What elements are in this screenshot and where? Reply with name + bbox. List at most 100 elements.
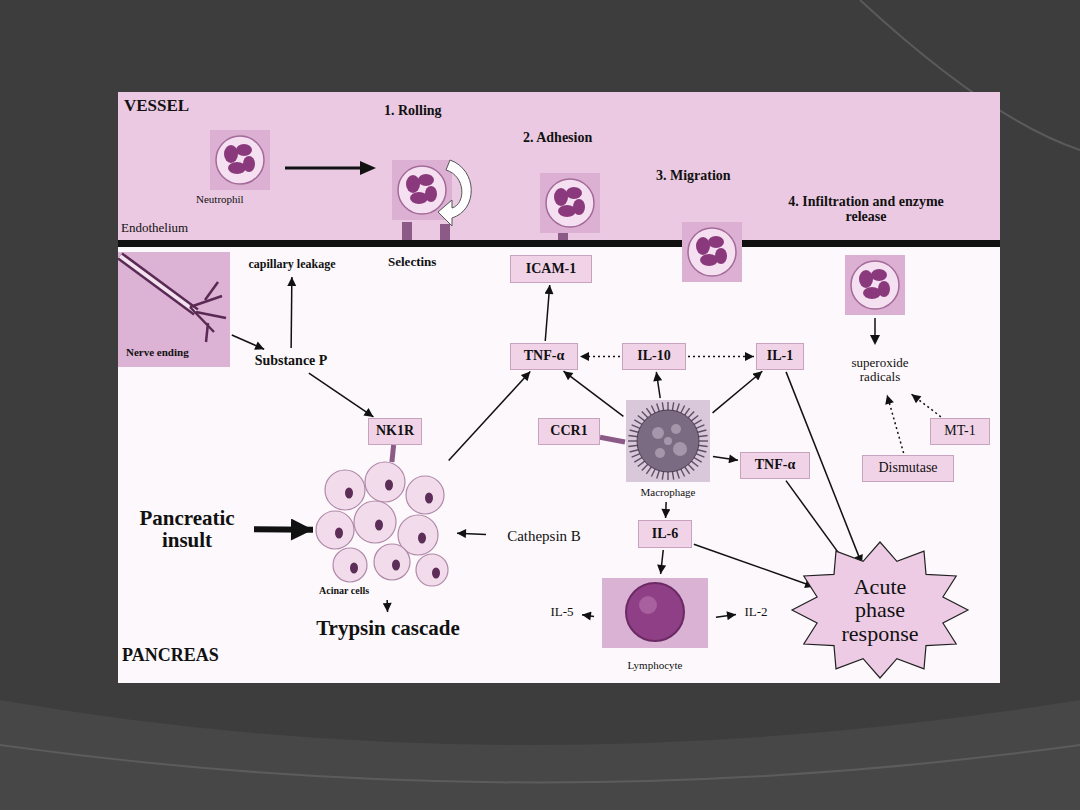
selectin-bar bbox=[440, 224, 450, 240]
nerve-branch bbox=[205, 282, 218, 300]
release-arrow-head bbox=[870, 335, 880, 345]
acinar-nucleus bbox=[425, 493, 433, 504]
lymphocyte-texture bbox=[639, 596, 657, 614]
neutrophil-nucleus bbox=[566, 187, 582, 199]
response-star-text: Acute phase response bbox=[826, 575, 934, 644]
nerve-branch bbox=[190, 307, 214, 332]
star-shape bbox=[792, 542, 968, 678]
layer-label: Endothelium bbox=[121, 221, 188, 235]
acinar-cell bbox=[406, 476, 444, 514]
pancreas-ground bbox=[118, 92, 1000, 683]
neutrophil-nucleus bbox=[859, 270, 873, 288]
mediator-text-text: Substance P bbox=[255, 354, 328, 369]
connector-arrow bbox=[386, 600, 388, 612]
neutrophil-nucleus bbox=[708, 236, 724, 248]
selectin-bar bbox=[402, 222, 412, 240]
connector-arrow bbox=[912, 394, 941, 417]
neutrophil-picture bbox=[540, 173, 600, 233]
cytokine-box: IL-6 bbox=[638, 520, 692, 548]
motion-arrow bbox=[285, 167, 362, 170]
lymphocyte-cell bbox=[626, 583, 684, 641]
connector-arrow bbox=[582, 615, 594, 617]
cytokine-text: IL-2 bbox=[738, 602, 774, 622]
neutrophil-cell bbox=[851, 261, 899, 309]
cytokine-box-text: TNF-α bbox=[755, 458, 795, 473]
enzyme-text-text: Cathepsin B bbox=[507, 529, 581, 545]
connector-arrow bbox=[545, 285, 549, 341]
acinar-cell bbox=[316, 511, 354, 549]
connector-arrow bbox=[580, 356, 620, 358]
slide-swoosh bbox=[0, 745, 1080, 783]
connector-arrow bbox=[232, 335, 264, 349]
acinar-picture bbox=[316, 462, 448, 586]
slide-swoosh bbox=[0, 700, 1080, 810]
enzyme-box-text: MT-1 bbox=[944, 424, 975, 439]
connector-arrow bbox=[713, 371, 763, 413]
macrophage-texture bbox=[673, 442, 687, 456]
cytokine-box: TNF-α bbox=[510, 343, 578, 370]
receptor-box-text: CCR1 bbox=[550, 424, 587, 439]
region-label: PANCREAS bbox=[122, 646, 219, 666]
adhesion-bar bbox=[558, 233, 568, 240]
neutrophil-nucleus bbox=[696, 237, 710, 255]
acinar-cell bbox=[325, 470, 365, 510]
connector-arrow bbox=[688, 356, 754, 358]
acinar-nucleus bbox=[418, 533, 426, 544]
acinar-nucleus bbox=[375, 520, 383, 531]
connector-arrow bbox=[665, 502, 667, 518]
acinar-cells: Acinar cells bbox=[315, 462, 455, 598]
acinar-nucleus bbox=[385, 480, 393, 491]
connector-arrow bbox=[716, 615, 736, 618]
acinar-cell bbox=[416, 554, 448, 586]
cytokine-box-text: IL-6 bbox=[652, 527, 678, 542]
neutrophil-picture bbox=[845, 255, 905, 315]
molecule-label: Selectins bbox=[388, 255, 436, 269]
nerve-fibre bbox=[120, 256, 196, 312]
nerve-branch bbox=[196, 312, 226, 318]
neutrophil-cell bbox=[216, 136, 264, 184]
acinar-nucleus bbox=[350, 563, 358, 574]
cell-pictures bbox=[118, 130, 905, 648]
motion-arrow-head bbox=[360, 161, 376, 175]
nerve-fibre bbox=[120, 256, 196, 312]
neutrophil-picture bbox=[210, 130, 270, 190]
lymphocyte-cell-text: Lymphocyte bbox=[628, 660, 683, 672]
cytokine-box: IL-10 bbox=[622, 343, 686, 370]
cytokine-text: IL-5 bbox=[544, 602, 580, 622]
acinar-cells-text: Acinar cells bbox=[319, 586, 369, 597]
acinar-cell bbox=[333, 548, 367, 582]
connector-arrow bbox=[713, 457, 738, 461]
mediator-text: Substance P bbox=[246, 350, 336, 372]
neutrophil-ground bbox=[845, 255, 905, 315]
connector-arrow bbox=[290, 277, 292, 348]
effect-text-text: capillary leakage bbox=[249, 258, 336, 271]
macrophage-cell: Macrophage bbox=[625, 400, 711, 500]
neutrophil-cell bbox=[688, 228, 736, 276]
product-text: superoxide radicals bbox=[830, 347, 930, 393]
neutrophil-nucleus bbox=[406, 175, 420, 193]
connector-arrow bbox=[449, 371, 531, 460]
response-star: Acute phase response bbox=[790, 540, 970, 680]
cytokine-box-text: TNF-α bbox=[524, 349, 564, 364]
neutrophil-nucleus bbox=[228, 162, 246, 174]
cytokine-box: TNF-α bbox=[740, 452, 810, 479]
macrophage-texture bbox=[664, 437, 672, 445]
connector-arrow bbox=[309, 373, 374, 417]
connector-arrow bbox=[254, 526, 313, 532]
molecule-box-text: ICAM-1 bbox=[526, 262, 577, 277]
neutrophil-picture bbox=[682, 222, 742, 282]
lymphocyte-ground bbox=[602, 578, 708, 648]
connector-arrow bbox=[694, 544, 814, 586]
vessel-band bbox=[118, 92, 1000, 240]
nerve-ground bbox=[118, 252, 230, 367]
enzyme-box: Dismutase bbox=[862, 455, 954, 482]
neutrophil-nucleus bbox=[863, 287, 881, 299]
nerve-picture-text: Nerve ending bbox=[126, 347, 189, 359]
macrophage-cell bbox=[637, 410, 699, 472]
receptor-stalk bbox=[600, 437, 625, 442]
neutrophil-ground bbox=[540, 173, 600, 233]
